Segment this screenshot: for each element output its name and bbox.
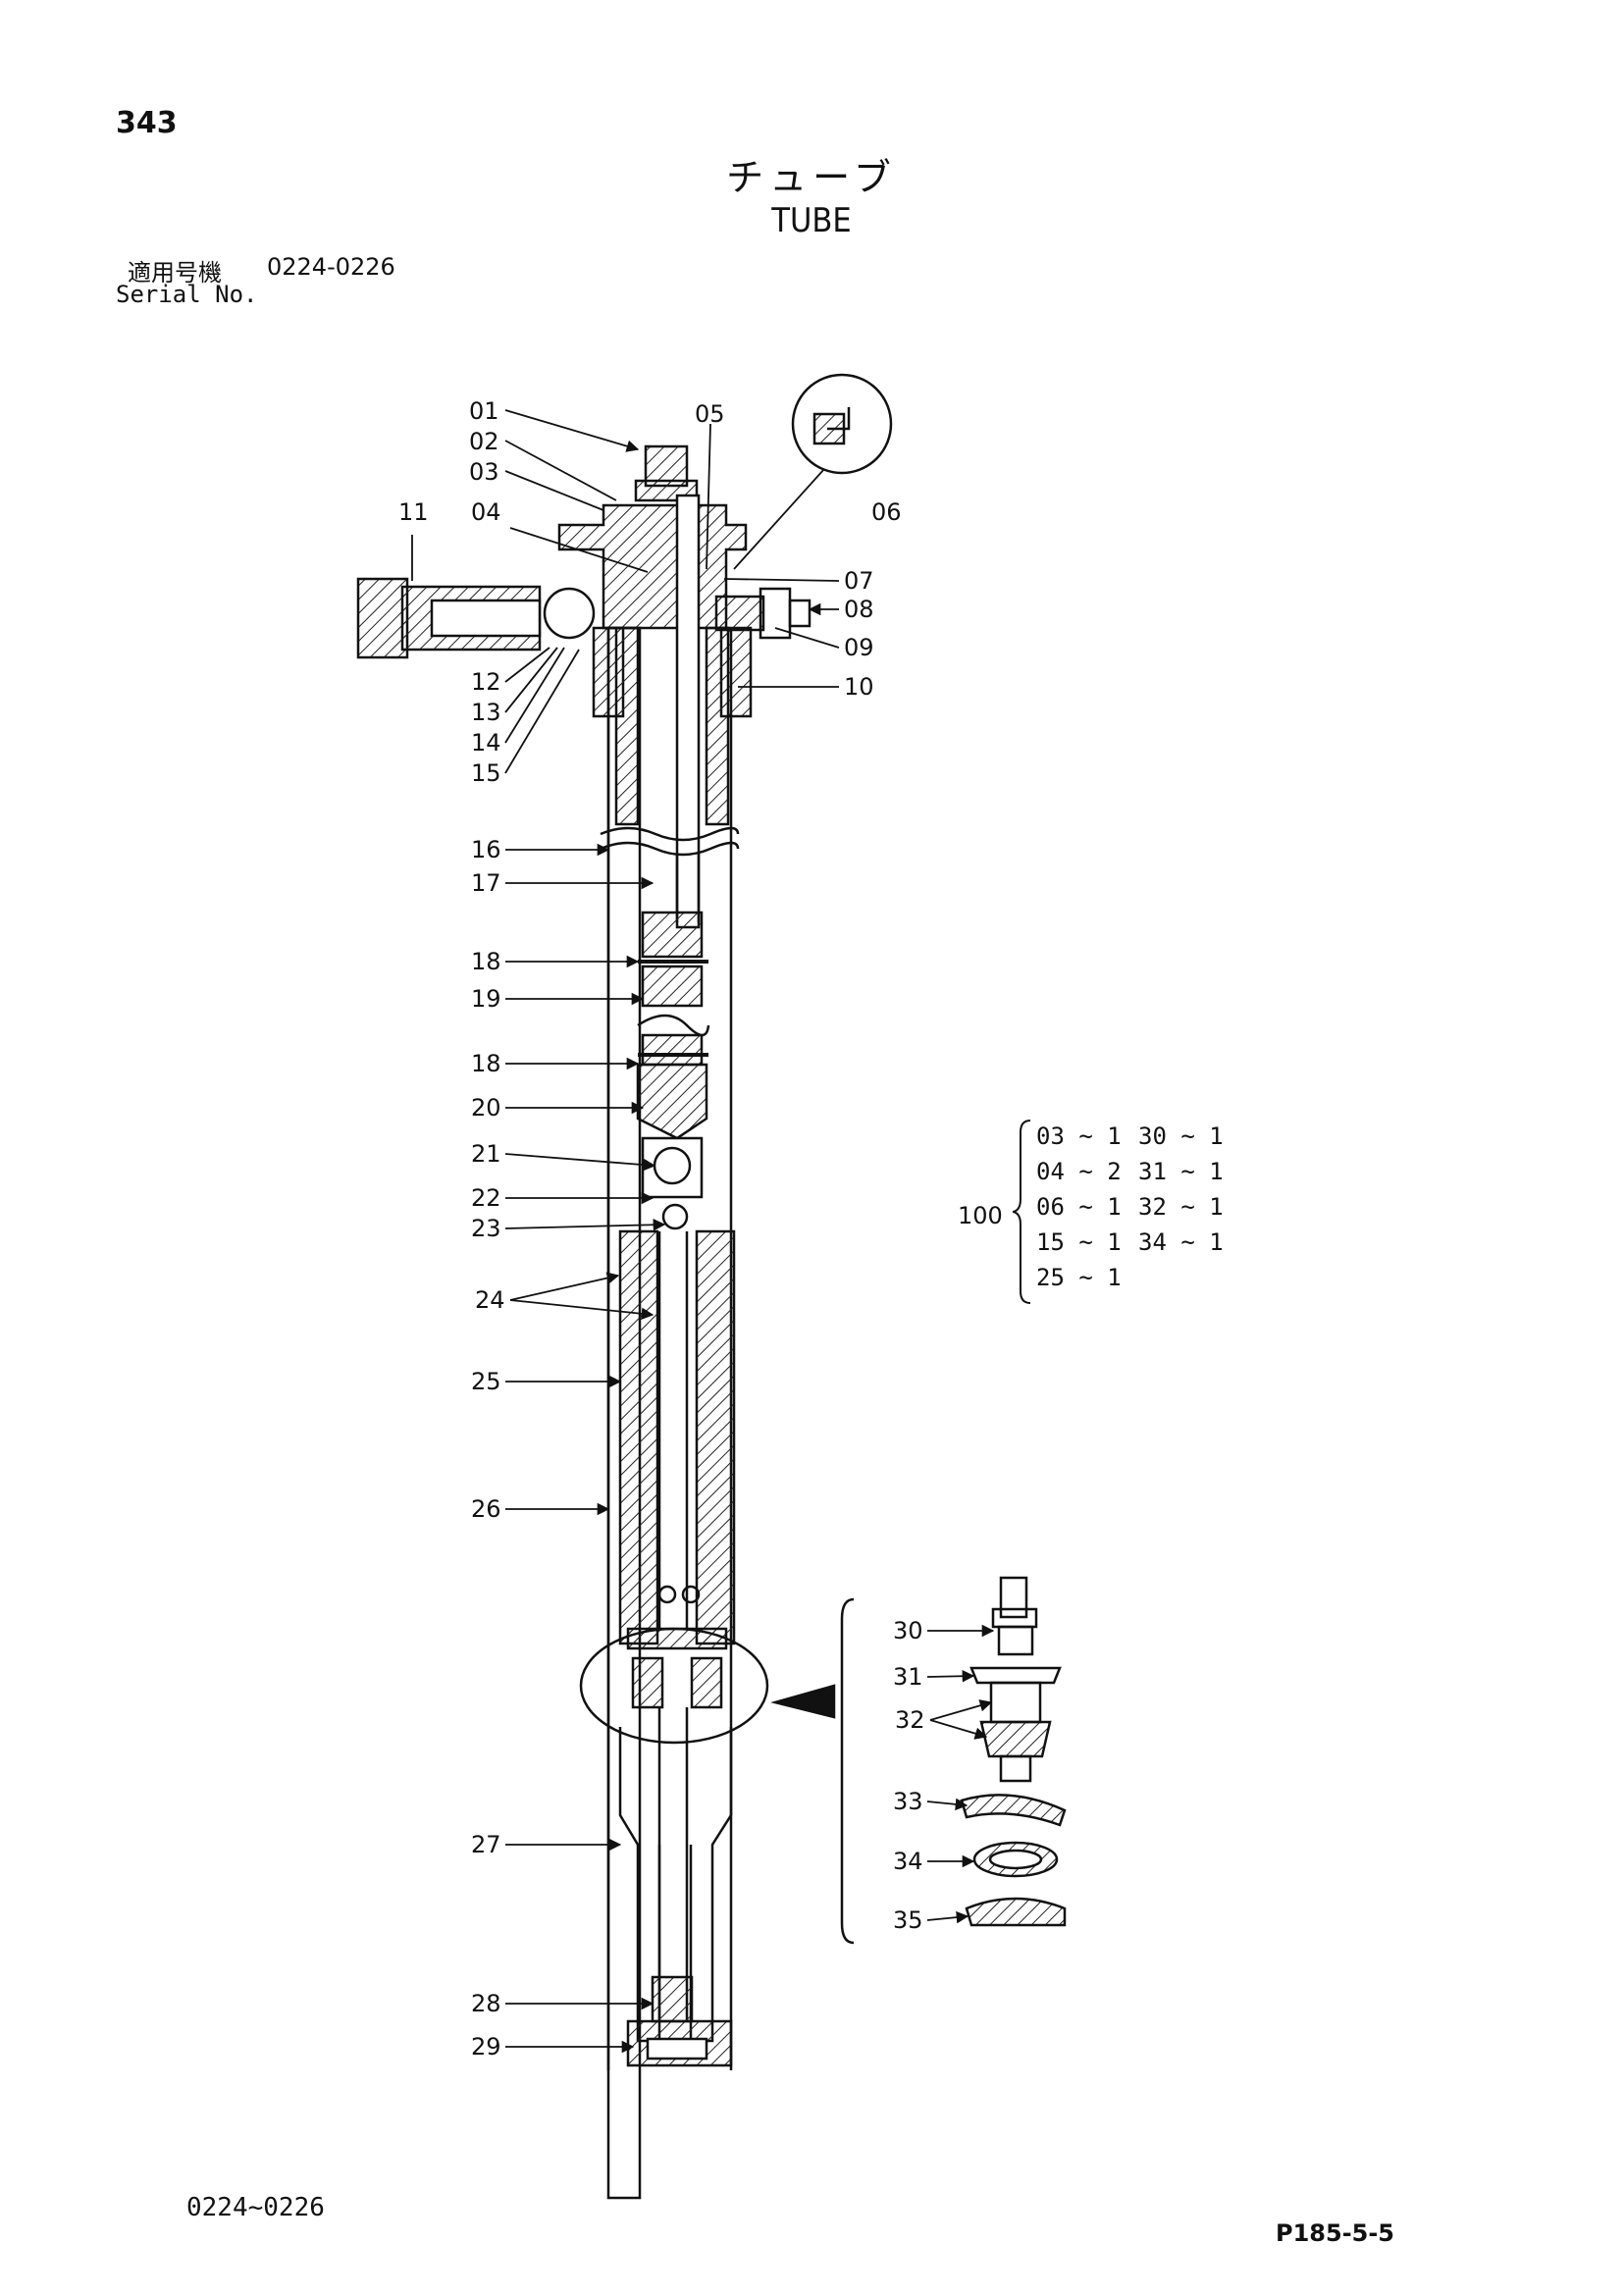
callout-18a: 18 bbox=[471, 948, 501, 975]
callout-22: 22 bbox=[471, 1184, 501, 1212]
brace-icon bbox=[1013, 1120, 1031, 1304]
kit-row-left: 15 ~ 1 bbox=[1036, 1228, 1122, 1256]
callout-19: 19 bbox=[471, 985, 501, 1013]
callout-06: 06 bbox=[871, 498, 902, 526]
kit-row-right: 34 ~ 1 bbox=[1138, 1228, 1224, 1256]
callout-11: 11 bbox=[398, 498, 429, 526]
callout-12: 12 bbox=[471, 668, 501, 696]
callout-21: 21 bbox=[471, 1140, 501, 1168]
callout-26: 26 bbox=[471, 1495, 501, 1523]
callout-16: 16 bbox=[471, 836, 501, 863]
callout-27: 27 bbox=[471, 1831, 501, 1858]
kit-row-left: 04 ~ 2 bbox=[1036, 1158, 1122, 1185]
footer-serial-range: 0224~0226 bbox=[186, 2193, 325, 2222]
repair-kit-table: 100 03 ~ 1 30 ~ 1 04 ~ 2 31 ~ 1 06 ~ 1 3… bbox=[958, 1119, 1252, 1305]
callout-04: 04 bbox=[471, 498, 501, 526]
callout-20: 20 bbox=[471, 1094, 501, 1122]
callout-34: 34 bbox=[893, 1848, 923, 1875]
page-number: 343 bbox=[116, 106, 178, 140]
kit-row-right: 31 ~ 1 bbox=[1138, 1158, 1224, 1185]
callout-02: 02 bbox=[469, 428, 499, 455]
callout-15: 15 bbox=[471, 759, 501, 787]
callout-01: 01 bbox=[469, 397, 499, 425]
callout-14: 14 bbox=[471, 729, 501, 757]
callout-31: 31 bbox=[893, 1663, 923, 1691]
callout-25: 25 bbox=[471, 1368, 501, 1395]
callout-17: 17 bbox=[471, 869, 501, 897]
kit-row-left: 06 ~ 1 bbox=[1036, 1193, 1122, 1221]
tube-body bbox=[356, 373, 1067, 2200]
callout-labels: 01 02 03 04 05 06 07 08 09 10 11 12 13 1… bbox=[398, 397, 925, 2061]
callout-35: 35 bbox=[893, 1906, 923, 1934]
callout-29: 29 bbox=[471, 2033, 501, 2061]
kit-number: 100 bbox=[958, 1202, 1003, 1229]
footer-page-code: P185-5-5 bbox=[1276, 2219, 1395, 2247]
kit-row-left: 03 ~ 1 bbox=[1036, 1122, 1122, 1150]
callout-03: 03 bbox=[469, 458, 499, 486]
callout-33: 33 bbox=[893, 1788, 923, 1815]
title-japanese: チューブ bbox=[726, 156, 897, 199]
callout-05: 05 bbox=[695, 400, 725, 428]
callout-10: 10 bbox=[844, 673, 874, 701]
callout-24: 24 bbox=[475, 1286, 505, 1314]
callout-32: 32 bbox=[895, 1706, 925, 1734]
kit-row-right: 32 ~ 1 bbox=[1138, 1193, 1224, 1221]
callout-09: 09 bbox=[844, 634, 874, 661]
serial-label-english: Serial No. bbox=[116, 281, 258, 308]
serial-label-japanese: 適用号機 bbox=[128, 259, 222, 287]
callout-13: 13 bbox=[471, 699, 501, 726]
callout-18b: 18 bbox=[471, 1050, 501, 1077]
callout-28: 28 bbox=[471, 1990, 501, 2017]
title-english: TUBE bbox=[771, 201, 852, 240]
leader-lines bbox=[411, 409, 995, 2054]
serial-value: 0224-0226 bbox=[267, 253, 395, 281]
callout-08: 08 bbox=[844, 596, 874, 623]
kit-row-left: 25 ~ 1 bbox=[1036, 1264, 1122, 1291]
callout-30: 30 bbox=[893, 1617, 923, 1644]
callout-23: 23 bbox=[471, 1215, 501, 1242]
kit-row-right: 30 ~ 1 bbox=[1138, 1122, 1224, 1150]
callout-07: 07 bbox=[844, 567, 874, 595]
